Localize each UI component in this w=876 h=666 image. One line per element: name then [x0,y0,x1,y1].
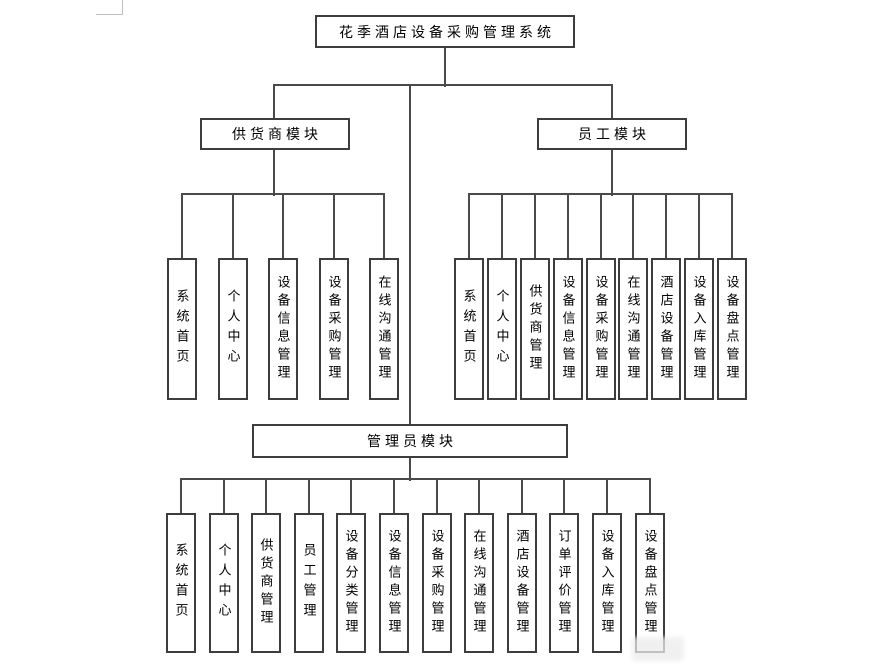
leaf-label: 在线沟通管理 [471,529,487,637]
connector-line [600,194,602,262]
leaf-box: 个人中心 [218,258,248,400]
leaf-box: 设备采购管理 [586,258,616,400]
connector-line [393,479,395,517]
connector-line [632,194,634,262]
connector-line [232,194,234,262]
connector-line [698,194,700,262]
leaf-box: 系统首页 [167,258,197,400]
leaf-label: 系统首页 [173,543,189,623]
leaf-label: 个人中心 [216,543,232,623]
connector-line [563,479,565,517]
diagram-root-label: 花季酒店设备采购管理系统 [339,23,555,40]
connector-line [468,194,470,262]
connector-line [308,479,310,517]
leaf-label: 酒店设备管理 [658,275,674,383]
connector-line [444,47,446,87]
connector-line [534,194,536,262]
leaf-label: 在线沟通管理 [625,275,641,383]
leaf-box: 个人中心 [487,258,517,400]
connector-line [180,479,182,517]
leaf-box: 个人中心 [209,513,239,653]
leaf-box: 设备信息管理 [379,513,409,653]
leaf-box: 设备入库管理 [684,258,714,400]
page-margin-corner-mark [122,0,123,15]
connector-line [611,149,613,196]
leaf-label: 设备盘点管理 [724,275,740,383]
connector-line [383,194,385,262]
leaf-label: 设备盘点管理 [642,529,658,637]
page-margin-corner-mark [96,14,123,15]
leaf-box: 在线沟通管理 [369,258,399,400]
connector-line [567,194,569,262]
module-label-staff: 员工模块 [578,126,650,142]
leaf-label: 设备入库管理 [691,275,707,383]
module-box-admin: 管理员模块 [252,424,568,458]
leaf-label: 在线沟通管理 [376,275,392,383]
connector-line [478,479,480,517]
connector-line [273,149,275,196]
leaf-label: 设备信息管理 [560,275,576,383]
connector-line [649,479,651,517]
leaf-label: 设备分类管理 [343,529,359,637]
leaf-box: 供货商管理 [520,258,550,400]
leaf-label: 系统首页 [461,289,477,369]
connector-line [521,479,523,517]
connector-line [436,479,438,517]
connector-line [333,194,335,262]
leaf-label: 设备采购管理 [429,529,445,637]
leaf-label: 酒店设备管理 [514,529,530,637]
leaf-box: 订单评价管理 [549,513,579,653]
leaf-box: 设备盘点管理 [717,258,747,400]
leaf-label: 设备信息管理 [275,275,291,383]
connector-line [273,84,275,121]
leaf-box: 系统首页 [454,258,484,400]
leaf-box: 员工管理 [294,513,324,653]
connector-line [350,479,352,517]
connector-line [606,479,608,517]
leaf-box: 酒店设备管理 [651,258,681,400]
leaf-label: 设备采购管理 [326,275,342,383]
leaf-box: 酒店设备管理 [507,513,537,653]
leaf-label: 订单评价管理 [556,529,572,637]
leaf-label: 设备信息管理 [386,529,402,637]
leaf-box: 设备分类管理 [336,513,366,653]
connector-line [180,478,651,480]
leaf-label: 系统首页 [174,289,190,369]
leaf-label: 设备采购管理 [593,275,609,383]
connector-line [265,479,267,517]
module-box-staff: 员工模块 [537,118,687,150]
leaf-label: 供货商管理 [258,538,274,628]
faded-watermark [632,637,684,661]
leaf-label: 设备入库管理 [599,529,615,637]
connector-line [409,84,411,427]
leaf-label: 个人中心 [494,289,510,369]
connector-line [665,194,667,262]
leaf-label: 个人中心 [225,289,241,369]
connector-line [409,457,411,481]
leaf-box: 在线沟通管理 [464,513,494,653]
leaf-box: 在线沟通管理 [618,258,648,400]
diagram-root-box: 花季酒店设备采购管理系统 [315,15,575,48]
leaf-box: 设备入库管理 [592,513,622,653]
module-label-admin: 管理员模块 [367,433,457,449]
leaf-box: 供货商管理 [251,513,281,653]
connector-line [181,194,183,262]
leaf-box: 设备信息管理 [268,258,298,400]
connector-line [223,479,225,517]
module-box-supplier: 供货商模块 [200,118,350,150]
connector-line [501,194,503,262]
leaf-box: 设备盘点管理 [635,513,665,653]
leaf-label: 员工管理 [301,543,317,623]
leaf-box: 系统首页 [166,513,196,653]
connector-line [282,194,284,262]
module-label-supplier: 供货商模块 [232,126,322,142]
leaf-box: 设备信息管理 [553,258,583,400]
connector-line [731,194,733,262]
connector-line [611,84,613,121]
leaf-box: 设备采购管理 [422,513,452,653]
leaf-box: 设备采购管理 [319,258,349,400]
leaf-label: 供货商管理 [527,284,543,374]
connector-line [273,84,613,86]
